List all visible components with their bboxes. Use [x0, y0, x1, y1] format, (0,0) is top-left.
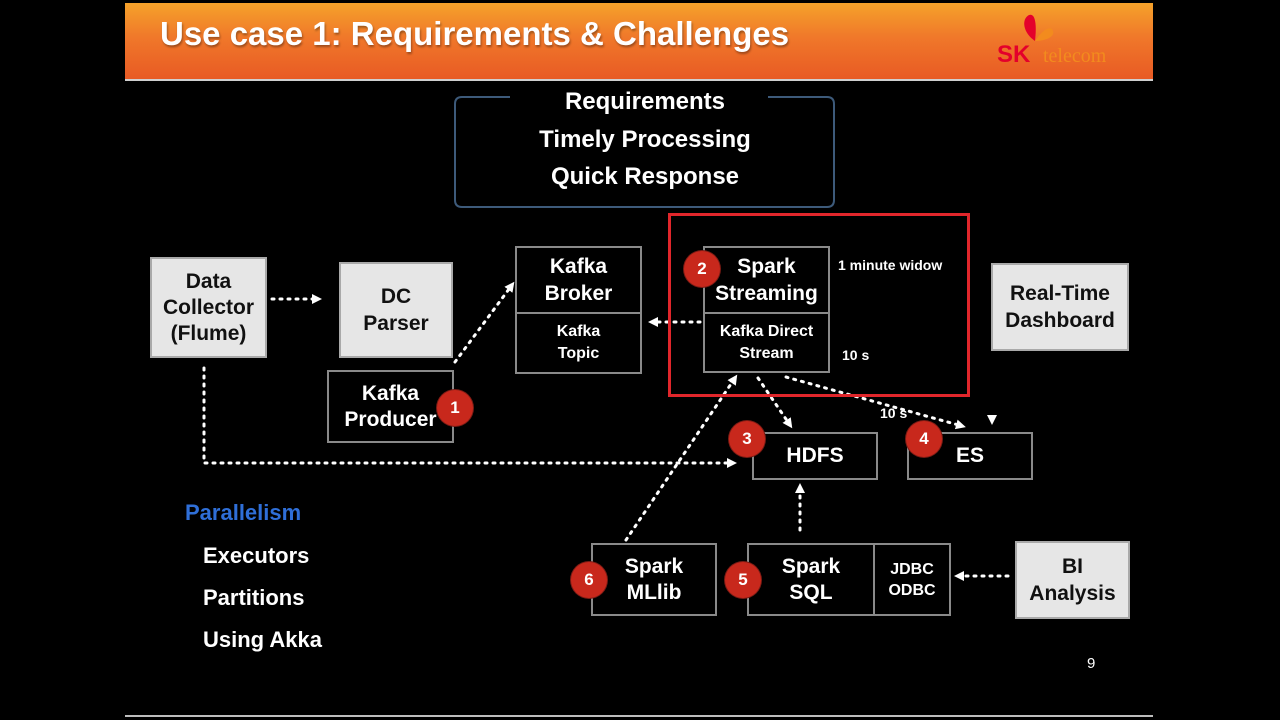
slide-title: Use case 1: Requirements & Challenges — [160, 15, 790, 52]
badge-5: 5 — [725, 562, 761, 598]
requirement-timely-processing: Timely Processing — [539, 126, 751, 153]
node-realtime-dashboard: Real-Time Dashboard — [991, 263, 1129, 351]
badge-1: 1 — [437, 390, 473, 426]
node-spark-sql: Spark SQL — [747, 543, 875, 616]
edge-stream-hdfs — [756, 376, 793, 429]
edge-collector-hdfs — [202, 366, 737, 468]
badge-3: 3 — [729, 421, 765, 457]
slide-bottom-line — [125, 715, 1153, 717]
node-es: ES — [907, 432, 1033, 480]
parallelism-item-akka: Using Akka — [203, 627, 323, 652]
node-data-collector: Data Collector (Flume) — [150, 257, 267, 358]
title-banner: Use case 1: Requirements & Challenges SK… — [125, 3, 1153, 79]
parallelism-item-partitions: Partitions — [203, 585, 305, 610]
badge-4: 4 — [906, 421, 942, 457]
node-kafka-direct-stream: Kafka Direct Stream — [703, 312, 830, 373]
node-kafka-broker: Kafka Broker — [515, 246, 642, 314]
edge-stream-es — [784, 375, 966, 430]
node-kafka-producer: Kafka Producer — [327, 370, 454, 443]
node-bi-analysis: BI Analysis — [1015, 541, 1130, 619]
butterfly-logo-icon — [1024, 14, 1054, 42]
requirements-heading: Requirements — [564, 88, 726, 115]
page-number: 9 — [1087, 655, 1096, 672]
node-hdfs: HDFS — [752, 432, 878, 480]
edge-mllib-stream — [624, 374, 738, 542]
node-dc-parser: DC Parser — [339, 262, 453, 358]
requirement-quick-response: Quick Response — [550, 163, 740, 190]
node-jdbc-odbc: JDBC ODBC — [873, 543, 951, 616]
parallelism-item-executors: Executors — [203, 543, 310, 568]
es-interval-note: 10 s — [880, 405, 908, 421]
parallelism-heading: Parallelism — [185, 500, 302, 525]
title-underline — [125, 79, 1153, 81]
sk-telecom-logo: SK telecom — [995, 13, 1145, 73]
badge-6: 6 — [571, 562, 607, 598]
window-note: 1 minute widow — [838, 257, 943, 273]
slide-background — [125, 0, 1153, 716]
node-spark-mllib: Spark MLlib — [591, 543, 717, 616]
stream-interval-note: 10 s — [842, 347, 870, 363]
logo-brand: SK — [997, 41, 1031, 68]
logo-suffix: telecom — [1043, 45, 1107, 67]
requirements-frame — [454, 96, 835, 208]
badge-2: 2 — [684, 251, 720, 287]
node-kafka-topic: Kafka Topic — [515, 312, 642, 374]
spark-streaming-highlight — [668, 213, 970, 397]
edge-producer-broker — [453, 281, 515, 364]
